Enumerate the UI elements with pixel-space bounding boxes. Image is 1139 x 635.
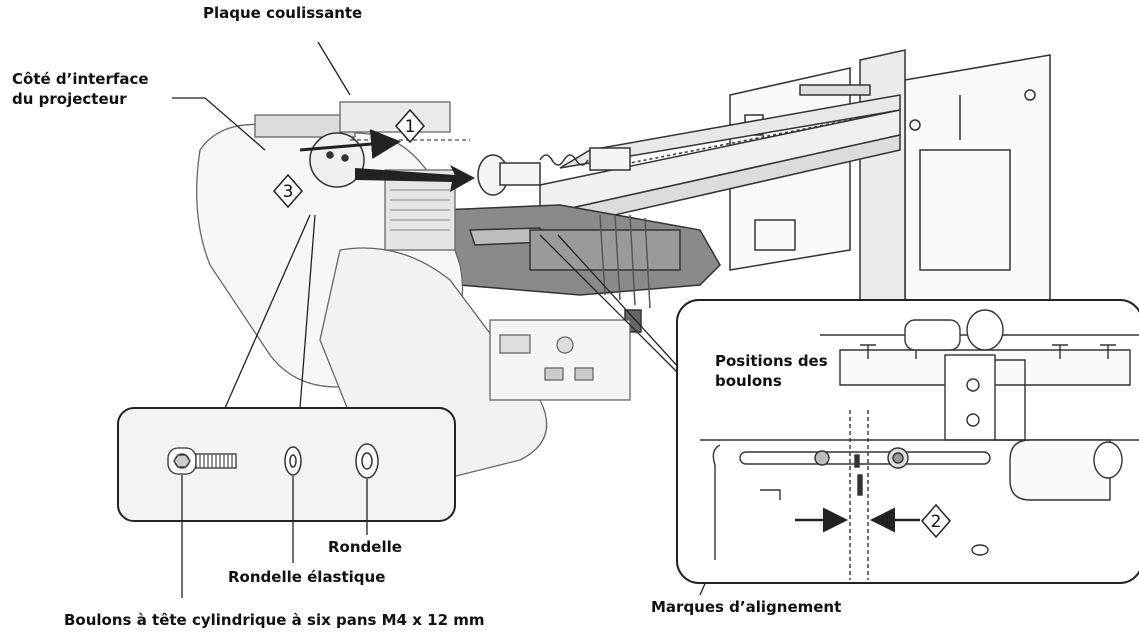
label-bolt-positions-line2: boulons — [715, 372, 782, 390]
label-washer: Rondelle — [328, 538, 402, 556]
label-bolt-positions-line1: Positions des — [715, 352, 828, 370]
step-2-marker: 2 — [921, 503, 951, 539]
spring-washer-icon — [284, 446, 302, 476]
step-3-marker: 3 — [273, 173, 303, 209]
svg-text:1: 1 — [405, 117, 416, 137]
label-alignment-marks: Marques d’alignement — [651, 598, 842, 616]
svg-text:2: 2 — [931, 512, 942, 532]
wall-plate — [729, 49, 1051, 311]
label-hex-bolts: Boulons à tête cylindrique à six pans M4… — [64, 611, 485, 629]
label-sliding-plate: Plaque coulissante — [203, 4, 363, 22]
label-interface-side-line2: du projecteur — [12, 90, 127, 108]
alignment-detail-callout: 2 — [676, 299, 1139, 584]
washer-icon — [355, 443, 379, 479]
hex-bolt-icon — [167, 447, 237, 475]
step-1-marker: 1 — [395, 108, 425, 144]
svg-text:3: 3 — [283, 182, 294, 202]
label-spring-washer: Rondelle élastique — [228, 568, 386, 586]
telescopic-arm — [539, 94, 901, 233]
label-interface-side-line1: Côté d’interface — [12, 70, 149, 88]
hardware-callout — [117, 407, 456, 598]
